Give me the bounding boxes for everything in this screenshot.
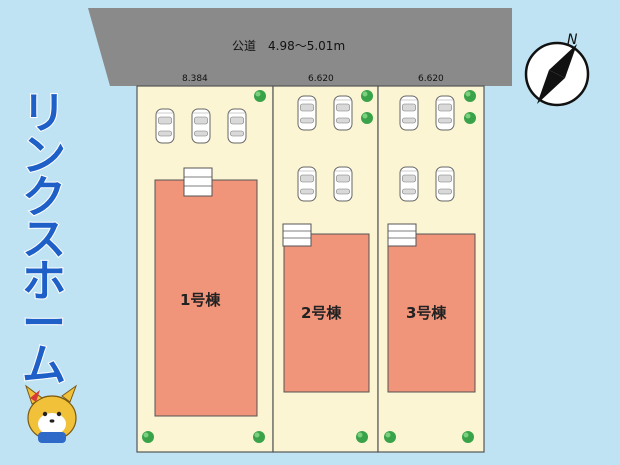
tree-icon <box>361 90 373 102</box>
svg-text:ム: ム <box>22 340 66 391</box>
tree-icon <box>254 90 266 102</box>
public-road <box>88 8 512 86</box>
svg-text:ク: ク <box>22 172 66 223</box>
road-label: 公道 4.98〜5.01m <box>232 39 345 53</box>
tree-icon <box>356 431 368 443</box>
car-icon <box>191 108 211 144</box>
tree-icon <box>464 90 476 102</box>
svg-text:ー: ー <box>22 298 66 349</box>
car-icon <box>399 166 419 202</box>
car-icon <box>227 108 247 144</box>
north-label: N <box>567 32 578 48</box>
tree-icon <box>361 112 373 124</box>
tree-icon <box>384 431 396 443</box>
building-label-1: 1号棟 <box>180 291 221 309</box>
building-3 <box>387 233 476 393</box>
tree-icon <box>464 112 476 124</box>
frontage-dimension-lot-2: 6.620 <box>308 74 334 84</box>
car-icon <box>297 166 317 202</box>
entrance-steps-2 <box>282 223 312 247</box>
car-icon <box>297 95 317 131</box>
frontage-dimension-lot-1: 8.384 <box>182 74 208 84</box>
building-1 <box>154 179 258 417</box>
car-icon <box>435 166 455 202</box>
svg-text:ホ: ホ <box>22 256 66 307</box>
car-icon <box>435 95 455 131</box>
brand-logo-text: リ ン ク ス ホ ー ム <box>21 87 67 392</box>
tree-icon <box>253 431 265 443</box>
car-icon <box>155 108 175 144</box>
tree-icon <box>462 431 474 443</box>
car-icon <box>333 166 353 202</box>
building-label-2: 2号棟 <box>301 304 342 322</box>
svg-text:ン: ン <box>22 130 66 181</box>
entrance-steps-3 <box>387 223 417 247</box>
building-2 <box>283 233 370 393</box>
building-label-3: 3号棟 <box>406 304 447 322</box>
svg-text:リ: リ <box>22 88 66 139</box>
mascot-icon <box>25 384 78 443</box>
frontage-dimension-lot-3: 6.620 <box>418 74 444 84</box>
car-icon <box>333 95 353 131</box>
svg-text:ス: ス <box>22 214 66 265</box>
entrance-steps-1 <box>183 167 213 197</box>
tree-icon <box>142 431 154 443</box>
car-icon <box>399 95 419 131</box>
compass-icon <box>524 41 590 107</box>
